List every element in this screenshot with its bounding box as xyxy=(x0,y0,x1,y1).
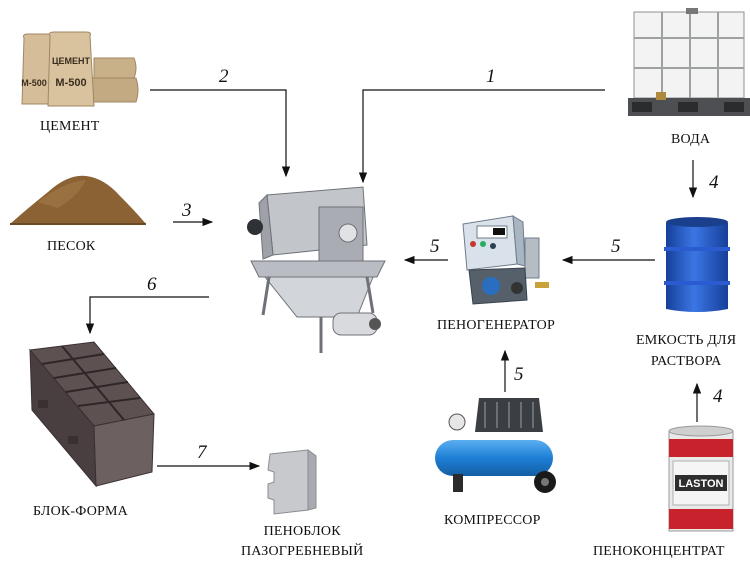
step-water-to-mixer: 1 xyxy=(486,66,496,87)
label-foam-concentrate: ПЕНОКОНЦЕНТРАТ xyxy=(593,544,725,559)
label-water: ВОДА xyxy=(671,132,711,147)
label-foam-generator: ПЕНОГЕНЕРАТОР xyxy=(437,318,555,333)
concentrate-brand-text: LASTON xyxy=(678,478,723,490)
compressor-image xyxy=(435,398,556,493)
foam-generator-image xyxy=(462,215,549,305)
water-container-image xyxy=(628,8,750,116)
step-water-to-tank: 4 xyxy=(709,172,719,193)
label-foam-block: ПЕНОБЛОК ПАЗОГРЕБНЕВЫЙ xyxy=(241,522,363,562)
label-foam-block-line1: ПЕНОБЛОК xyxy=(263,524,341,539)
step-compressor-to-generator: 5 xyxy=(514,364,524,385)
arrow-water-to-mixer xyxy=(358,89,605,184)
step-generator-to-mixer: 5 xyxy=(430,236,440,257)
foam-concentrate-image: LASTON xyxy=(668,425,734,532)
step-form-to-block: 7 xyxy=(197,442,207,463)
label-sand: ПЕСОК xyxy=(47,239,96,254)
sand-pile-image xyxy=(10,175,146,225)
cement-bag-grade: М-500 xyxy=(55,77,86,89)
cement-bag-grade-back: М-500 xyxy=(21,78,47,88)
step-tank-to-generator: 5 xyxy=(611,236,621,257)
arrow-cement-to-mixer xyxy=(150,89,291,178)
cement-bags-image: ЦЕМЕНТ М-500 М-500 xyxy=(21,31,139,107)
block-form-image xyxy=(29,341,155,488)
label-block-form: БЛОК-ФОРМА xyxy=(33,504,128,519)
solution-tank-image xyxy=(664,217,730,312)
label-cement: ЦЕМЕНТ xyxy=(40,119,100,134)
arrow-mixer-to-form xyxy=(85,296,209,335)
cement-bag-text: ЦЕМЕНТ xyxy=(52,56,91,66)
step-sand-to-mixer: 3 xyxy=(182,200,192,221)
foam-block-image xyxy=(267,449,317,515)
label-solution-tank-line2: РАСТВОРА xyxy=(650,354,722,369)
label-solution-tank: ЕМКОСТЬ ДЛЯ РАСТВОРА xyxy=(636,330,736,372)
step-concentrate-to-tank: 4 xyxy=(713,386,723,407)
label-compressor: КОМПРЕССОР xyxy=(444,513,541,528)
label-foam-block-line2: ПАЗОГРЕБНЕВЫЙ xyxy=(241,544,364,559)
step-cement-to-mixer: 2 xyxy=(219,66,229,87)
mixer-image xyxy=(247,186,386,353)
label-solution-tank-line1: ЕМКОСТЬ ДЛЯ xyxy=(636,333,737,348)
step-mixer-to-form: 6 xyxy=(147,274,157,295)
